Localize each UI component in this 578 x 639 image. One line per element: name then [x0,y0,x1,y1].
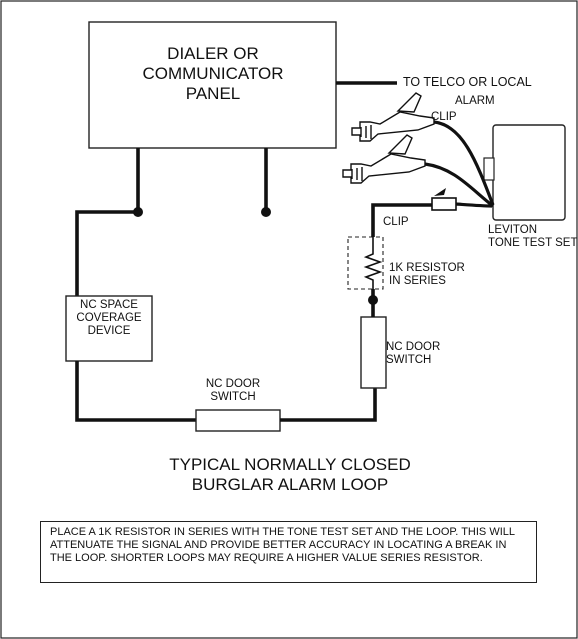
nc-door-switch-right [360,316,387,389]
dialer-panel-box [88,21,337,149]
loop-wire-bottom-left [75,361,196,422]
nc-door-switch-bottom [195,409,281,432]
loop-wire-bottom-right [280,388,377,422]
tone-test-set-jack [483,157,495,181]
clip-upper-wire [433,120,495,206]
loop-wire-left [75,210,138,296]
note-box: PLACE A 1K RESISTOR IN SERIES WITH THE T… [40,521,537,583]
clip-bottom-body [431,197,457,211]
nc-space-device-box [65,295,153,362]
clip-bottom-jaw [434,188,446,196]
tone-test-set [492,124,566,221]
resistor-enclosure [347,236,384,290]
alligator-clip-upper [351,92,435,142]
clip-bottom-wire [371,203,432,208]
alarm-label: ALARM [455,95,495,107]
resistor-zigzag [363,212,383,300]
clip-top-label: CLIP [431,111,457,123]
alligator-clip-lower [342,134,426,184]
clip-bottom-to-tester [455,202,493,208]
clip-lower-wire [424,162,494,208]
terminal-dot-right [261,207,271,217]
note-text: PLACE A 1K RESISTOR IN SERIES WITH THE T… [50,526,515,564]
telco-label: TO TELCO OR LOCAL [403,75,532,89]
clip-bottom-label: CLIP [383,216,409,228]
